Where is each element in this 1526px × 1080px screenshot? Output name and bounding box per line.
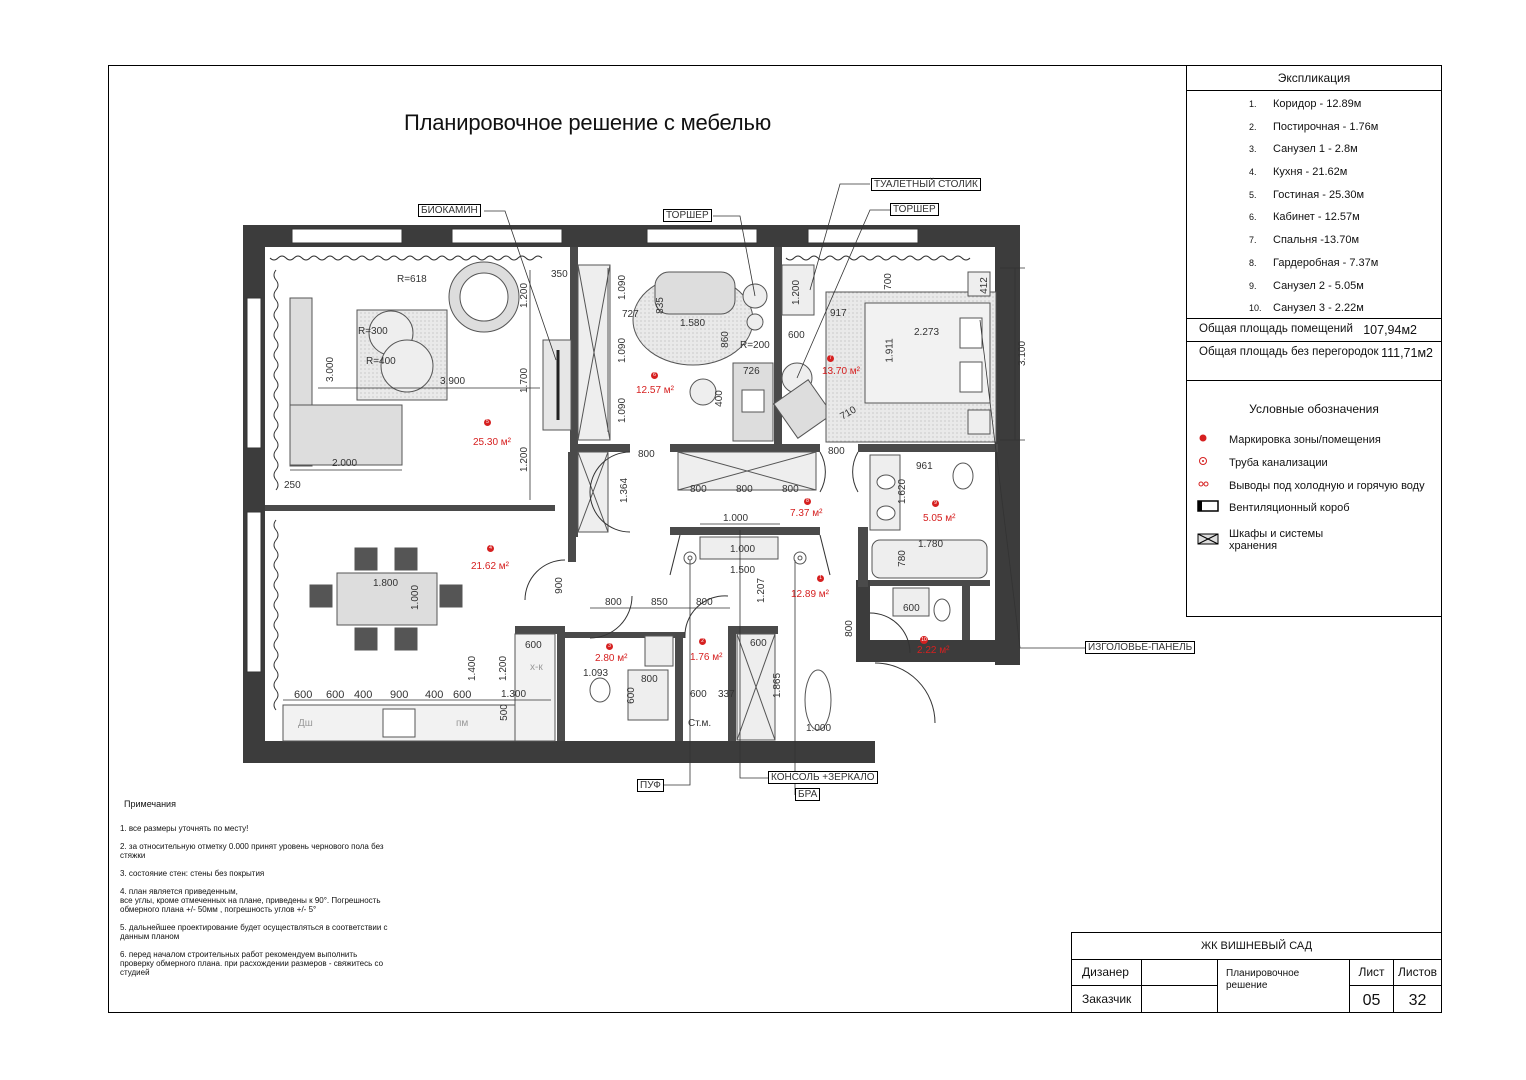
bathroom2-fixtures xyxy=(869,454,988,579)
explication-panel: Экспликация 1.Коридор - 12.89м 2. Постир… xyxy=(1186,65,1442,617)
legend-item: Маркировка зоны/помещения xyxy=(1197,432,1381,447)
sewer-pipes xyxy=(683,551,807,565)
list-item: 2. Постирочная - 1.76м xyxy=(1249,120,1379,133)
total-area-row: Общая площадь помещений 107,94м2 xyxy=(1187,318,1441,341)
dimension-lines xyxy=(283,267,1025,701)
note-item: 5. дальнейшее проектирование будет осуще… xyxy=(120,923,388,941)
list-item: 4.Кухня - 21.62м xyxy=(1249,166,1348,179)
wet-rooms-fixtures xyxy=(589,587,951,741)
notes: 1. все размеры уточнять по месту! 2. за … xyxy=(120,824,420,986)
legend-item: Выводы под холодную и горячую воду xyxy=(1197,478,1425,493)
red-dot-icon xyxy=(1197,432,1221,447)
curtains xyxy=(269,255,971,711)
note-item: 2. за относительную отметку 0.000 принят… xyxy=(120,842,384,860)
living-furniture xyxy=(289,261,572,467)
sheet-title: Планировочное решение xyxy=(1217,959,1350,1013)
customer-label: Заказчик xyxy=(1071,985,1142,1013)
windows xyxy=(246,228,919,673)
note-item: 1. все размеры уточнять по месту! xyxy=(120,824,249,833)
legend-item: Труба канализации xyxy=(1197,455,1328,470)
notes-title: Примечания xyxy=(124,799,176,809)
legend-title: Условные обозначения xyxy=(1249,402,1379,416)
list-item: 1.Коридор - 12.89м xyxy=(1249,98,1362,110)
storage-cross-icon xyxy=(1197,533,1221,548)
list-item: 10.Санузел 3 - 2.22м xyxy=(1249,302,1364,315)
callout-leaders xyxy=(484,183,1085,795)
legend-item: Шкафы и системы хранения xyxy=(1197,528,1323,552)
list-item: 6.Кабинет - 12.57м xyxy=(1249,211,1360,224)
vent-box-icon xyxy=(1197,500,1221,515)
designer-label: Дизанер xyxy=(1071,959,1142,986)
explication-header: Экспликация xyxy=(1187,66,1441,91)
note-item: 3. состояние стен: стены без покрытия xyxy=(120,869,265,878)
sheets-label: Листов xyxy=(1393,959,1442,986)
page-title: Планировочное решение с мебелью xyxy=(404,110,772,135)
list-item: 3.Санузел 1 - 2.8м xyxy=(1249,143,1358,156)
list-item: 5.Гостиная - 25.30м xyxy=(1249,188,1365,201)
interior-walls xyxy=(265,247,998,741)
note-item: 4. план является приведенным, все углы, … xyxy=(120,887,381,914)
legend-item: Вентиляционный короб xyxy=(1197,500,1350,515)
title-block: ЖК ВИШНЕВЫЙ САД Дизанер Заказчик Планиро… xyxy=(1071,932,1442,1013)
list-item: 8.Гардеробная - 7.37м xyxy=(1249,256,1379,269)
note-item: 6. перед началом строительных работ реко… xyxy=(120,950,384,977)
list-item: 7.Спальня -13.70м xyxy=(1249,234,1360,247)
sewer-pipe-icon xyxy=(1197,455,1221,470)
customer-value xyxy=(1141,985,1218,1013)
explication-list: 1.Коридор - 12.89м 2. Постирочная - 1.76… xyxy=(1187,91,1441,320)
list-item: 9.Санузел 2 - 5.05м xyxy=(1249,279,1364,292)
sheet-number: 05 xyxy=(1349,985,1394,1013)
doors xyxy=(524,451,936,724)
sheet-label: Лист xyxy=(1349,959,1394,986)
dressing-furniture xyxy=(577,451,817,560)
designer-value xyxy=(1141,959,1218,986)
project-name: ЖК ВИШНЕВЫЙ САД xyxy=(1071,932,1442,960)
total-area-no-walls-row: Общая площадь без перегородок 111,71м2 xyxy=(1187,341,1441,381)
bedroom-furniture xyxy=(773,264,997,443)
study-furniture xyxy=(577,264,774,442)
water-outlet-icon xyxy=(1197,478,1221,493)
kitchen-furniture xyxy=(282,547,556,742)
sheets-count: 32 xyxy=(1393,985,1442,1013)
